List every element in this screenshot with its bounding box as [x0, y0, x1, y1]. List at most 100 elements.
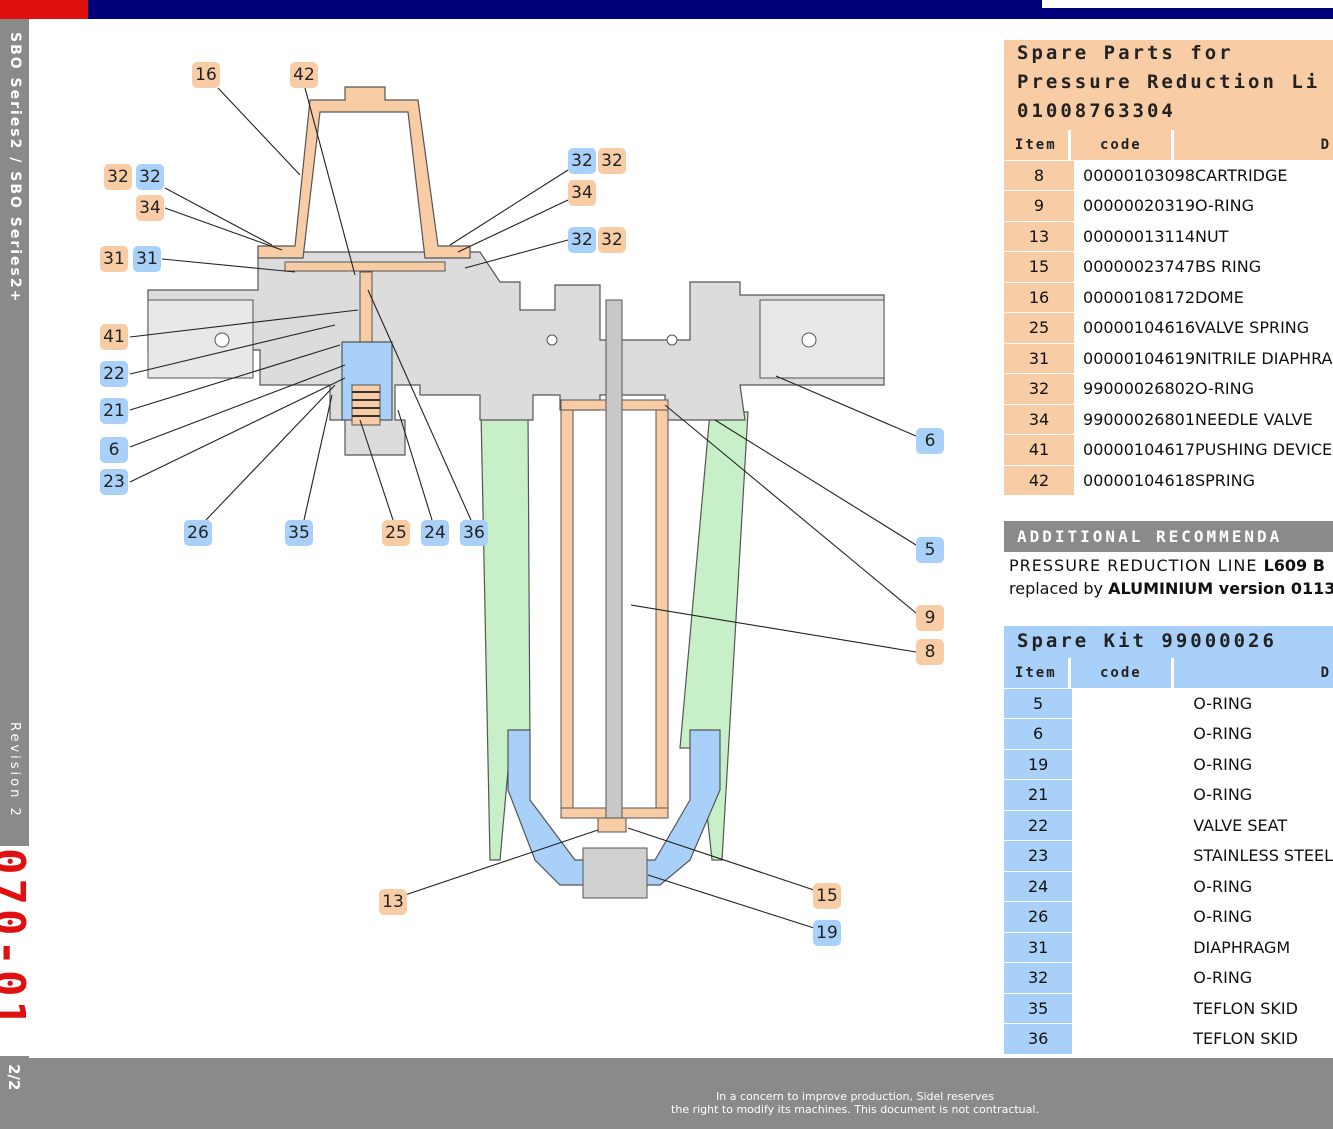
- callout-24: 24: [421, 520, 449, 546]
- sidebar-code-box: [0, 846, 29, 1056]
- part-description: O-RING: [1189, 780, 1333, 811]
- body-hole-right: [666, 334, 678, 346]
- spare-parts-title-2: Pressure Reduction Li: [1017, 71, 1321, 93]
- part-code: 99000026802: [1077, 374, 1195, 405]
- item-number: 26: [1004, 902, 1076, 933]
- table-row: 24 O-RING: [1004, 871, 1333, 902]
- additional-line-1c: B: [1307, 556, 1325, 575]
- part-code: [1075, 750, 1190, 780]
- part-description: VALVE SEAT: [1189, 811, 1333, 841]
- part-code: 00000104616: [1077, 313, 1195, 344]
- right-port-hole: [801, 332, 817, 348]
- callout-23: 23: [100, 469, 128, 495]
- center-rod: [605, 299, 623, 821]
- part-code: 00000103098: [1077, 161, 1195, 191]
- bottom-housing: [507, 729, 721, 886]
- item-number: 32: [1004, 963, 1076, 994]
- item-number: 32: [1004, 374, 1077, 405]
- part-description: NUT: [1195, 222, 1333, 252]
- callout-5: 5: [916, 537, 944, 563]
- right-port: [759, 299, 885, 379]
- part-code: 00000108172: [1077, 283, 1195, 313]
- item-number: 5: [1004, 688, 1076, 719]
- spare-kit-title: Spare Kit 99000026: [1004, 626, 1333, 658]
- item-number: 31: [1004, 343, 1077, 374]
- spare-kit-header-row: Item code D: [1004, 658, 1333, 689]
- item-number: 15: [1004, 252, 1077, 283]
- spare-parts-header-row: Item code D: [1004, 130, 1333, 161]
- item-number: 41: [1004, 435, 1077, 466]
- callout-8: 8: [916, 639, 944, 665]
- item-number: 24: [1004, 871, 1076, 902]
- part-description: TEFLON SKID: [1189, 1024, 1333, 1055]
- item-number: 35: [1004, 993, 1076, 1024]
- callout-16: 16: [192, 62, 220, 88]
- callout-9: 9: [916, 605, 944, 631]
- additional-title: ADDITIONAL RECOMMENDA: [1004, 521, 1333, 552]
- callout-22: 22: [100, 361, 128, 387]
- part-description: TEFLON SKID: [1189, 994, 1333, 1024]
- kit-header-code: code: [1070, 658, 1175, 689]
- callout-32-blue: 32: [136, 164, 164, 190]
- item-number: 22: [1004, 810, 1076, 841]
- part-description: O-RING: [1195, 191, 1333, 222]
- callout-6-left: 6: [100, 437, 128, 463]
- additional-body: PRESSURE REDUCTION LINE L609 B replaced …: [1009, 554, 1333, 600]
- cartridge-left-rail: [560, 399, 574, 819]
- table-row: 36 TEFLON SKID: [1004, 1024, 1333, 1055]
- item-number: 21: [1004, 780, 1076, 811]
- callout-35: 35: [285, 520, 313, 546]
- part-code: 00000104617: [1077, 435, 1195, 466]
- additional-line-2a: replaced by: [1009, 579, 1109, 598]
- item-number: 42: [1004, 465, 1077, 496]
- callout-41: 41: [100, 324, 128, 350]
- item-number: 9: [1004, 191, 1077, 222]
- header-code: code: [1070, 130, 1175, 161]
- additional-line-1a: PRESSURE REDUCTION LINE: [1009, 556, 1264, 575]
- table-row: 35 TEFLON SKID: [1004, 993, 1333, 1024]
- callout-13: 13: [379, 889, 407, 915]
- table-row: 22 VALVE SEAT: [1004, 810, 1333, 841]
- part-code: [1075, 811, 1190, 841]
- part-description: SPRING: [1195, 466, 1333, 496]
- leader-lines: [129, 87, 917, 929]
- item-number: 25: [1004, 313, 1077, 344]
- callout-36: 36: [460, 520, 488, 546]
- part-description: VALVE SPRING: [1195, 313, 1333, 344]
- part-description: O-RING: [1189, 872, 1333, 902]
- additional-line-2: replaced by ALUMINIUM version 0113: [1009, 577, 1333, 600]
- part-code: 00000020319: [1077, 191, 1195, 222]
- part-description: O-RING: [1189, 750, 1333, 780]
- callout-31-orange: 31: [100, 246, 128, 272]
- part-code: [1075, 780, 1190, 811]
- pressure-reduction-diagram: [129, 86, 917, 929]
- callout-32-orange: 32: [104, 164, 132, 190]
- callout-34-right: 34: [568, 180, 596, 206]
- item-number: 36: [1004, 1024, 1076, 1055]
- part-description: CARTRIDGE: [1195, 161, 1333, 191]
- diaphragm-plate: [284, 261, 446, 272]
- footer-line-1: In a concern to improve production, Side…: [716, 1090, 994, 1103]
- top-bar-accent: [0, 0, 88, 19]
- left-port-hole: [214, 332, 230, 348]
- callout-19: 19: [813, 920, 841, 946]
- table-row: 21 O-RING: [1004, 780, 1333, 811]
- part-code: [1075, 872, 1190, 902]
- item-number: 13: [1004, 221, 1077, 252]
- drain-port: [582, 847, 648, 899]
